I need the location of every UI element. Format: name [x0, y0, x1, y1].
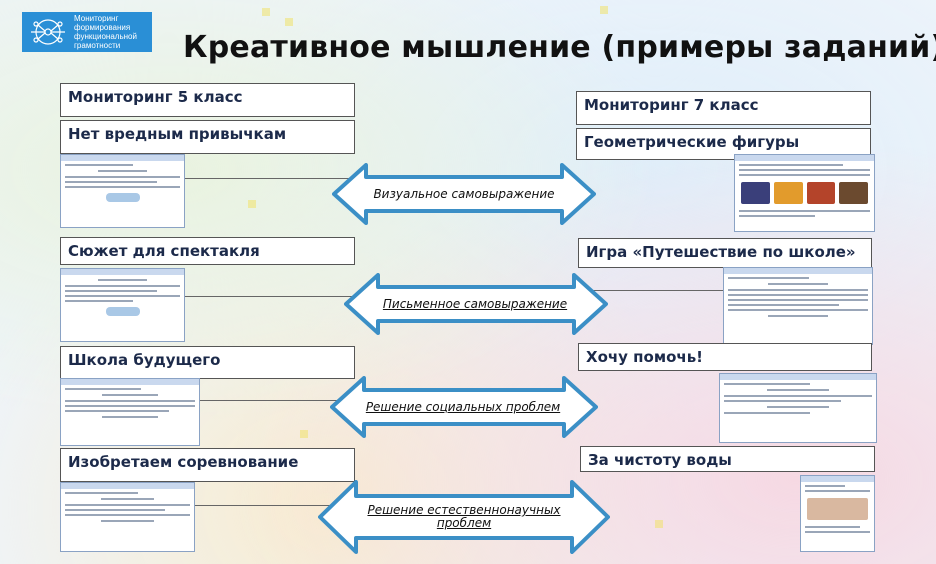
decor-dot: [655, 520, 663, 528]
right-task-3: Хочу помочь!: [578, 343, 872, 371]
task-thumbnail: [60, 378, 200, 446]
arrow-label-written: Письменное самовыражение: [382, 297, 568, 311]
decor-dot: [262, 8, 270, 16]
task-thumbnail: [734, 154, 875, 232]
task-thumbnail: [60, 482, 195, 552]
left-header: Мониторинг 5 класс: [60, 83, 355, 117]
left-task-3: Школа будущего: [60, 346, 355, 379]
task-thumbnail: [719, 373, 877, 443]
arrow-label-science: Решение естественнонаучных проблем: [367, 503, 561, 530]
arrow-label-social: Решение социальных проблем: [365, 400, 561, 414]
left-task-2: Сюжет для спектакля: [60, 237, 355, 265]
arrow-label-visual: Визуальное самовыражение: [373, 187, 555, 201]
task-thumbnail: [723, 267, 873, 345]
double-arrow-icon: [332, 163, 596, 225]
divider: [60, 296, 355, 297]
divider: [60, 178, 355, 179]
left-task-1: Нет вредным привычкам: [60, 120, 355, 154]
decor-dot: [300, 430, 308, 438]
double-arrow-icon: [330, 376, 598, 438]
logo: Мониторинг формирования функциональной г…: [22, 12, 152, 52]
double-arrow-icon: [344, 273, 608, 335]
left-task-4: Изобретаем соревнование: [60, 448, 355, 482]
logo-text: Мониторинг формирования функциональной г…: [74, 14, 137, 50]
divider: [60, 505, 355, 506]
right-task-4: За чистоту воды: [580, 446, 875, 472]
task-thumbnail: [800, 475, 875, 552]
right-header: Мониторинг 7 класс: [576, 91, 871, 125]
decor-dot: [285, 18, 293, 26]
brain-network-icon: [31, 19, 65, 45]
task-thumbnail: [60, 268, 185, 342]
page-title: Креативное мышление (примеры заданий): [183, 30, 936, 65]
double-arrow-icon: [318, 480, 610, 554]
right-task-2: Игра «Путешествие по школе»: [578, 238, 872, 268]
divider: [60, 400, 355, 401]
decor-dot: [248, 200, 256, 208]
task-thumbnail: [60, 154, 185, 228]
decor-dot: [600, 6, 608, 14]
